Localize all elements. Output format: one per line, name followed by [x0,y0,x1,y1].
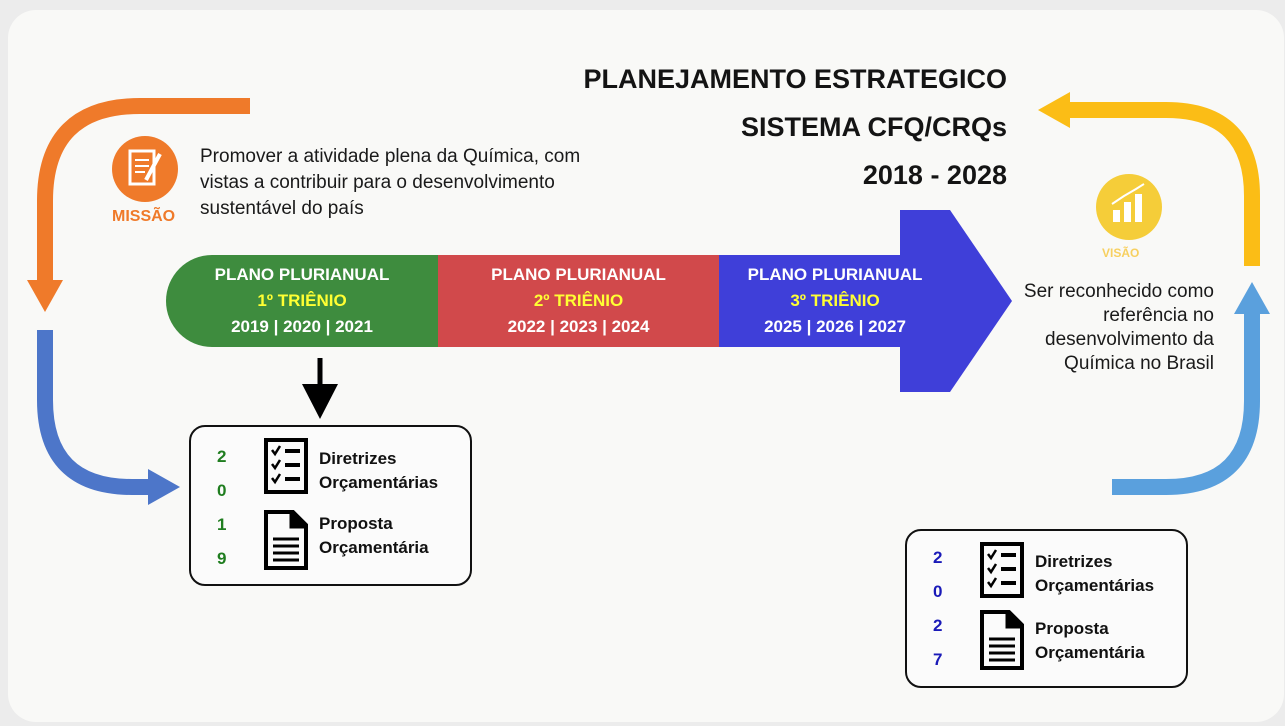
plan-segment-2: PLANO PLURIANUAL 2º TRIÊNIO 2022 | 2023 … [438,255,719,347]
year-digits: 2 0 2 7 [933,541,942,677]
year-digit: 0 [933,582,943,601]
document-icon [264,510,308,570]
plan-2-period: 2º TRIÊNIO [533,291,624,310]
year-digit: 2 [933,616,943,635]
checklist-icon [264,438,308,494]
plan-segment-1: PLANO PLURIANUAL 1º TRIÊNIO 2019 | 2020 … [166,255,438,347]
plan-3-period: 3º TRIÊNIO [790,291,880,310]
mission-loop-arrowhead [27,280,63,312]
plan-3-years: 2025 | 2026 | 2027 [764,317,906,336]
item-diretrizes: Diretrizes Orçamentárias [319,447,438,495]
budget-box-2027: 2 0 2 7 Diretrizes Orçamentárias Propost… [905,529,1188,688]
plan-1-title: PLANO PLURIANUAL [214,265,390,284]
vision-label: VISÃO [1102,246,1140,260]
item-proposta-line2: Orçamentária [319,538,429,557]
plan-2-years: 2022 | 2023 | 2024 [507,317,650,336]
mission-text: Promover a atividade plena da Química, c… [200,146,581,219]
mission-return-arrowhead [148,469,180,505]
item-proposta-line2: Orçamentária [1035,643,1145,662]
down-arrow-icon-head [302,384,338,419]
item-diretrizes-line1: Diretrizes [319,449,397,468]
plan-2-title: PLANO PLURIANUAL [491,265,666,284]
item-proposta: Proposta Orçamentária [319,512,429,560]
vision-return-arrow [1112,312,1260,495]
vision-text: Ser reconhecido como referência no desen… [1023,281,1214,374]
item-diretrizes-line2: Orçamentárias [1035,576,1155,595]
plan-1-years: 2019 | 2020 | 2021 [231,317,373,336]
year-digit: 7 [933,650,943,669]
title-line-3: 2018 - 2028 [862,160,1007,190]
item-proposta: Proposta Orçamentária [1035,617,1145,665]
year-digit: 0 [217,481,227,500]
document-pen-icon [112,136,178,202]
year-digit: 9 [217,549,227,568]
item-proposta-line1: Proposta [1035,619,1109,638]
budget-box-2019: 2 0 1 9 Diretrizes Orçamentárias Propost… [189,425,472,586]
checklist-icon [980,542,1024,598]
vision-return-arrowhead [1234,282,1270,314]
plan-bar-arrow-tip [950,210,1012,392]
year-digit: 2 [933,548,943,567]
vision-loop-arrow [1068,102,1260,266]
document-icon [980,610,1024,670]
mission-return-arrow [37,330,150,495]
bar-chart-growth-icon [1096,174,1162,240]
year-digits: 2 0 1 9 [217,440,226,576]
item-diretrizes: Diretrizes Orçamentárias [1035,550,1154,598]
item-diretrizes-line1: Diretrizes [1035,552,1113,571]
title-line-1: PLANEJAMENTO ESTRATEGICO [583,64,1007,94]
plan-3-title: PLANO PLURIANUAL [747,265,923,284]
plan-1-period: 1º TRIÊNIO [257,291,347,310]
item-diretrizes-line2: Orçamentárias [319,473,439,492]
year-digit: 2 [217,447,227,466]
mission-loop-arrow [37,98,250,282]
vision-loop-arrowhead [1038,92,1070,128]
title-line-2: SISTEMA CFQ/CRQs [740,112,1007,142]
item-proposta-line1: Proposta [319,514,393,533]
plan-segment-3: PLANO PLURIANUAL 3º TRIÊNIO 2025 | 2026 … [719,255,951,347]
mission-label: MISSÃO [112,208,176,225]
year-digit: 1 [217,515,227,534]
